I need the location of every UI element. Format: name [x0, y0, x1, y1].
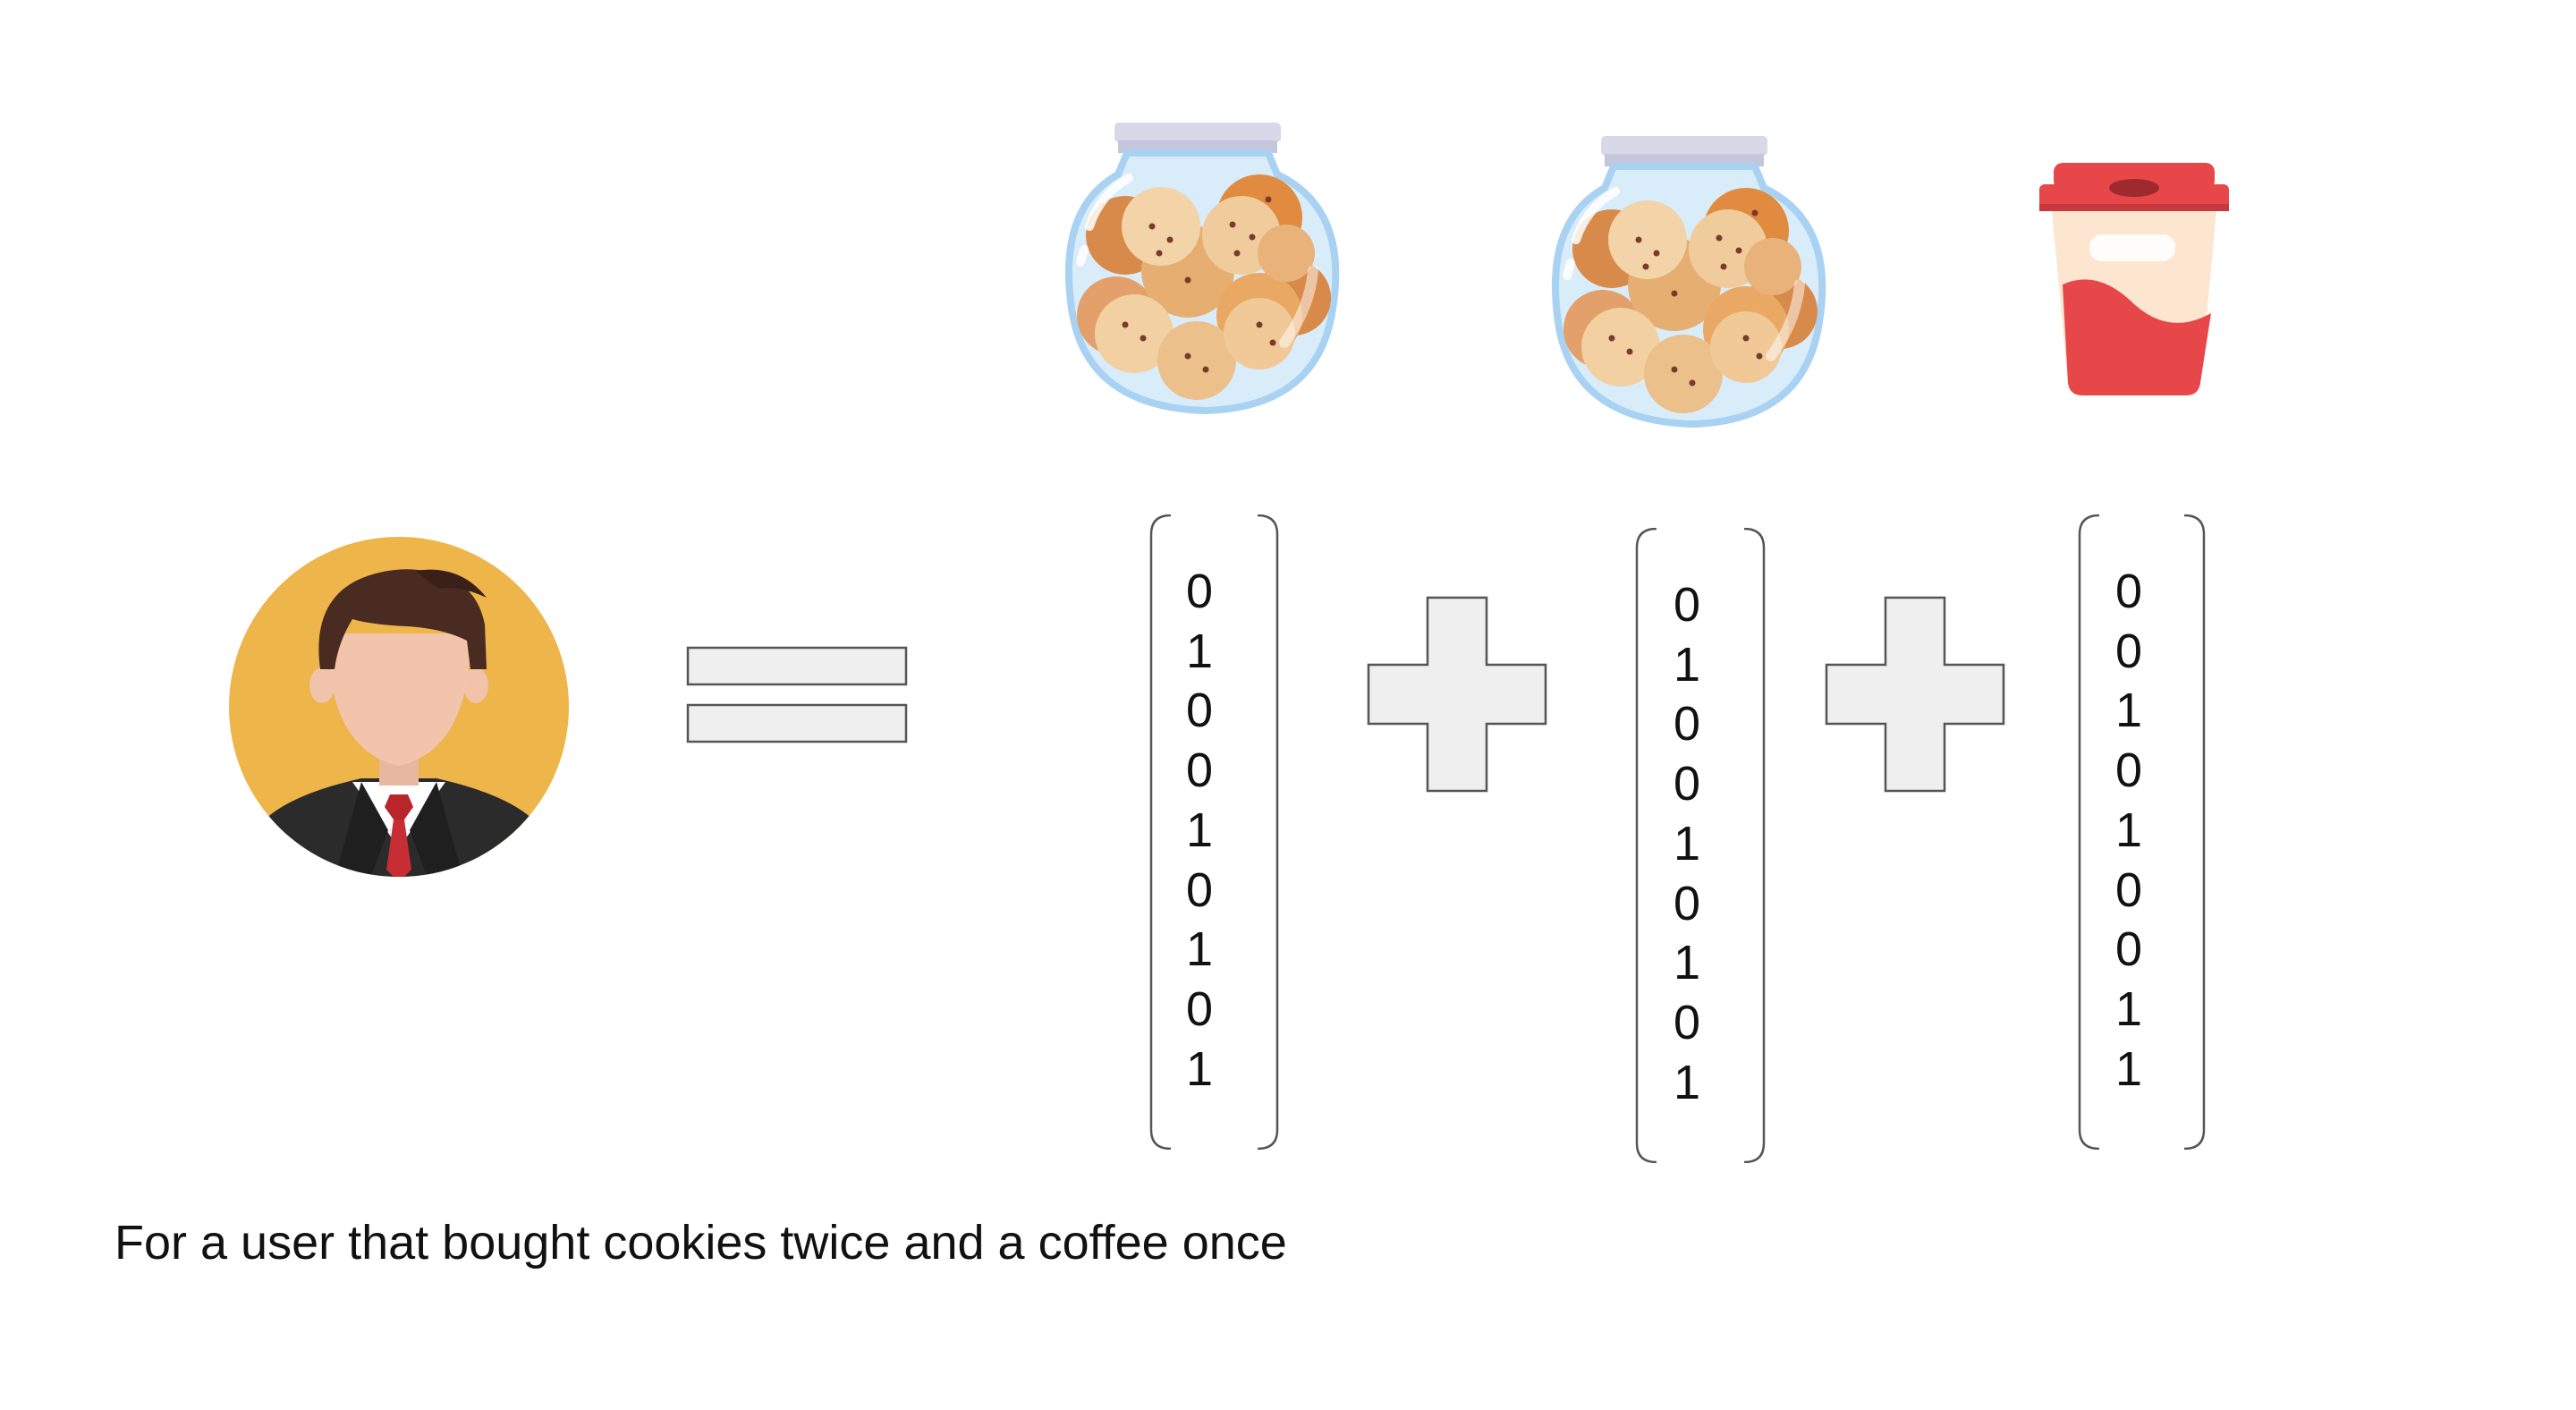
caption-text: For a user that bought cookies twice and…	[114, 1216, 1287, 1270]
vector-digit: 0	[1673, 757, 1701, 811]
vector-digit: 0	[1185, 981, 1214, 1036]
vector-bracket-left	[2078, 514, 2100, 1150]
cookie-jar-icon	[1065, 123, 1340, 415]
vector-bracket-right	[2183, 514, 2206, 1150]
plus-icon	[1367, 596, 1547, 793]
vector-digit: 1	[1185, 803, 1214, 857]
vector-digit: 1	[1185, 624, 1214, 678]
vector-bracket-left	[1149, 514, 1172, 1150]
vector-digit: 1	[1673, 936, 1701, 990]
vector-digit: 0	[1673, 578, 1701, 632]
vector-digit: 0	[2114, 624, 2143, 678]
vector-digit: 0	[1185, 565, 1214, 618]
vector-digit: 0	[1185, 862, 1214, 917]
vector-digit: 1	[2114, 803, 2143, 857]
vector-digit: 1	[1673, 637, 1701, 692]
vector-digit: 1	[1185, 1041, 1214, 1096]
vector-bracket-left	[1635, 528, 1657, 1163]
vector-digit: 0	[1185, 684, 1214, 738]
plus-icon	[1825, 596, 2005, 793]
vector-digit: 0	[2114, 862, 2143, 917]
vector-digit: 0	[1673, 876, 1701, 930]
vector-digit: 1	[1673, 1055, 1701, 1109]
vector-digit: 0	[1673, 995, 1701, 1049]
vector-bracket-right	[1743, 528, 1766, 1163]
vector-digit: 1	[2114, 1041, 2143, 1096]
user-avatar-icon	[229, 537, 569, 877]
vector-digit: 0	[1673, 697, 1701, 752]
equals-icon	[686, 646, 908, 743]
vector-digit: 0	[2114, 743, 2143, 798]
vector-digit: 0	[2114, 565, 2143, 618]
vector-digit: 1	[2114, 684, 2143, 738]
coffee-cup-icon	[2039, 163, 2229, 395]
cookie-jar-icon	[1552, 136, 1826, 429]
vector-digit: 1	[2114, 981, 2143, 1036]
vector-digit: 0	[1185, 743, 1214, 798]
vector-digit: 1	[1185, 922, 1214, 977]
vector-bracket-right	[1257, 514, 1279, 1150]
vector-digit: 1	[1673, 816, 1701, 871]
vector-digit: 0	[2114, 922, 2143, 977]
